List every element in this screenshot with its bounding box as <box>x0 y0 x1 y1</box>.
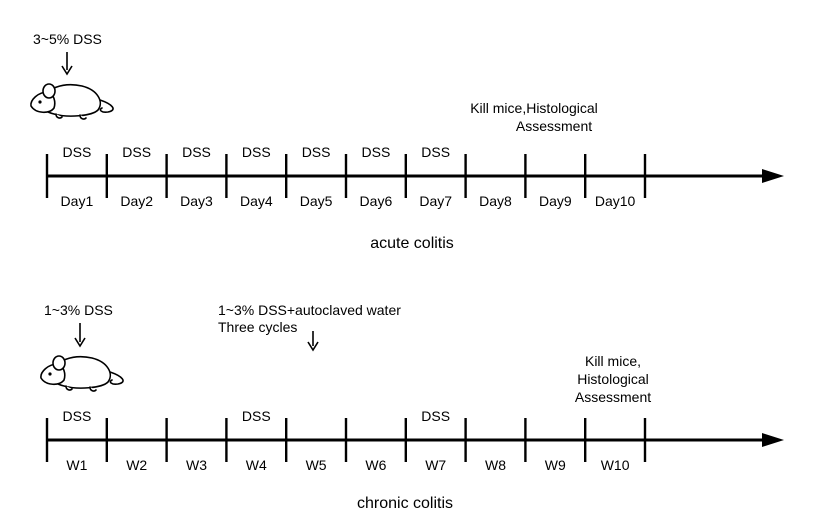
period-label: W9 <box>545 457 566 473</box>
period-label: Day6 <box>360 193 393 209</box>
chronic-end-note-line2: Histological <box>577 371 649 387</box>
acute-dose-label: 3~5% DSS <box>33 31 102 47</box>
chronic-end-note-line3: Assessment <box>575 389 651 405</box>
period-label: W5 <box>306 457 327 473</box>
period-label: W1 <box>66 457 87 473</box>
period-label: W6 <box>365 457 386 473</box>
mouse-icon <box>40 355 124 392</box>
acute-section: 3~5% DSS Kill mice,Histological Assessme… <box>30 31 784 252</box>
acute-end-note-line2: Assessment <box>516 118 592 134</box>
dss-marker-label: DSS <box>421 408 450 424</box>
timeline-arrowhead-icon <box>762 433 784 447</box>
period-label: Day7 <box>419 193 452 209</box>
period-label: W8 <box>485 457 506 473</box>
period-label: Day1 <box>61 193 94 209</box>
down-arrow-icon <box>307 331 319 352</box>
period-label: W2 <box>126 457 147 473</box>
period-label: Day8 <box>479 193 512 209</box>
period-label: W4 <box>246 457 267 473</box>
dss-marker-label: DSS <box>182 144 211 160</box>
dss-marker-label: DSS <box>242 408 271 424</box>
acute-end-note-line1: Kill mice,Histological <box>470 100 598 116</box>
chronic-end-note-line1: Kill mice, <box>585 353 641 369</box>
timeline-arrowhead-icon <box>762 169 784 183</box>
dss-marker-label: DSS <box>362 144 391 160</box>
chronic-cycle-note-line2: Three cycles <box>218 319 297 335</box>
period-label: Day2 <box>120 193 153 209</box>
chronic-section: 1~3% DSS 1~3% DSS+autoclaved water Three… <box>40 302 784 512</box>
acute-caption: acute colitis <box>370 235 454 252</box>
period-label: W7 <box>425 457 446 473</box>
chronic-dose-label: 1~3% DSS <box>44 302 113 318</box>
mouse-icon <box>30 83 114 120</box>
acute-timeline: Day1 DSS Day2 DSS Day3 DSS Day4 DSS Day5 DSS Day6 D… <box>45 144 784 209</box>
dss-marker-label: DSS <box>421 144 450 160</box>
period-label: W3 <box>186 457 207 473</box>
period-label: Day4 <box>240 193 273 209</box>
period-label: Day9 <box>539 193 572 209</box>
dss-marker-label: DSS <box>302 144 331 160</box>
down-arrow-icon <box>61 52 73 76</box>
period-label: Day10 <box>595 193 636 209</box>
dss-marker-label: DSS <box>122 144 151 160</box>
period-label: Day5 <box>300 193 333 209</box>
dss-marker-label: DSS <box>242 144 271 160</box>
dss-marker-label: DSS <box>63 144 92 160</box>
chronic-caption: chronic colitis <box>357 495 453 512</box>
period-label: W10 <box>601 457 630 473</box>
chronic-timeline: W1 DSS W2 W3 W4 DSS W5 W6 W7 DSS W8 W9 W10 <box>45 408 784 473</box>
dss-marker-label: DSS <box>63 408 92 424</box>
chronic-cycle-note-line1: 1~3% DSS+autoclaved water <box>218 302 401 318</box>
down-arrow-icon <box>74 323 86 348</box>
period-label: Day3 <box>180 193 213 209</box>
